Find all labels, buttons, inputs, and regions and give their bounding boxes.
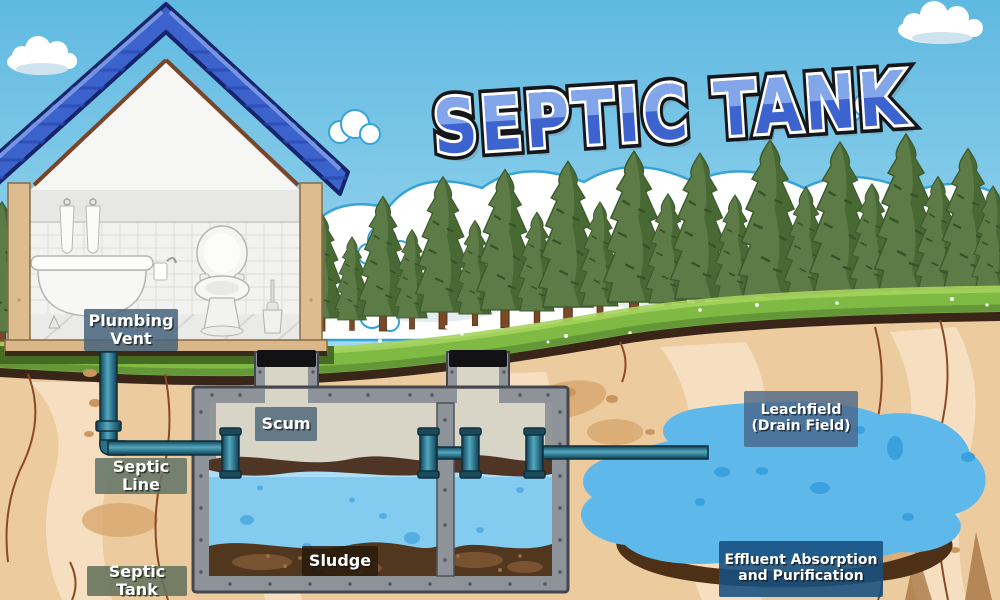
label-line: (Drain Field) <box>751 418 851 434</box>
label-line: Sludge <box>308 551 372 571</box>
septic-line-pipe <box>107 440 229 456</box>
pipe-coupling <box>95 420 122 432</box>
label-line: Septic Line <box>112 457 170 494</box>
toilet <box>194 225 250 337</box>
label-line: Effluent Absorption <box>724 552 878 569</box>
toilet-paper-holder <box>153 257 177 281</box>
riser-cap-right <box>449 350 507 367</box>
house-right-post <box>299 182 323 344</box>
house-left-post <box>7 182 31 344</box>
label-sludge: Sludge <box>302 546 378 576</box>
cloud-top-right <box>898 1 983 44</box>
scum-layer <box>209 455 552 477</box>
label-plumbing-vent: Plumbing Vent <box>84 309 178 351</box>
label-line: Vent <box>110 329 152 348</box>
outlet-pipe <box>529 445 709 460</box>
house <box>0 2 350 356</box>
label-line: Leachfield <box>760 402 842 419</box>
rivets <box>199 370 562 586</box>
cloud-title-left <box>328 109 381 145</box>
label-scum: Scum <box>255 407 317 441</box>
label-septic-line: Septic Line <box>95 458 187 494</box>
label-line: Plumbing <box>88 311 174 331</box>
label-leachfield: Leachfield (Drain Field) <box>744 391 858 447</box>
towels <box>59 198 101 254</box>
effluent-plume <box>580 401 986 565</box>
vent-pipe <box>99 351 118 447</box>
septic-tank-structure <box>191 350 570 594</box>
toilet-brush <box>262 279 283 334</box>
pipes <box>95 351 709 479</box>
sludge-layer <box>209 542 552 576</box>
baffles <box>219 427 546 479</box>
cloud-top-left <box>7 36 77 75</box>
label-septic-tank: Septic Tank <box>87 562 187 599</box>
label-line: and Purification <box>738 568 864 584</box>
label-line: Septic Tank <box>108 562 166 599</box>
riser-cap-left <box>257 350 316 367</box>
label-effluent: Effluent Absorption and Purification <box>719 541 883 597</box>
label-line: Scum <box>261 414 311 434</box>
cloud-title-right <box>842 92 888 123</box>
